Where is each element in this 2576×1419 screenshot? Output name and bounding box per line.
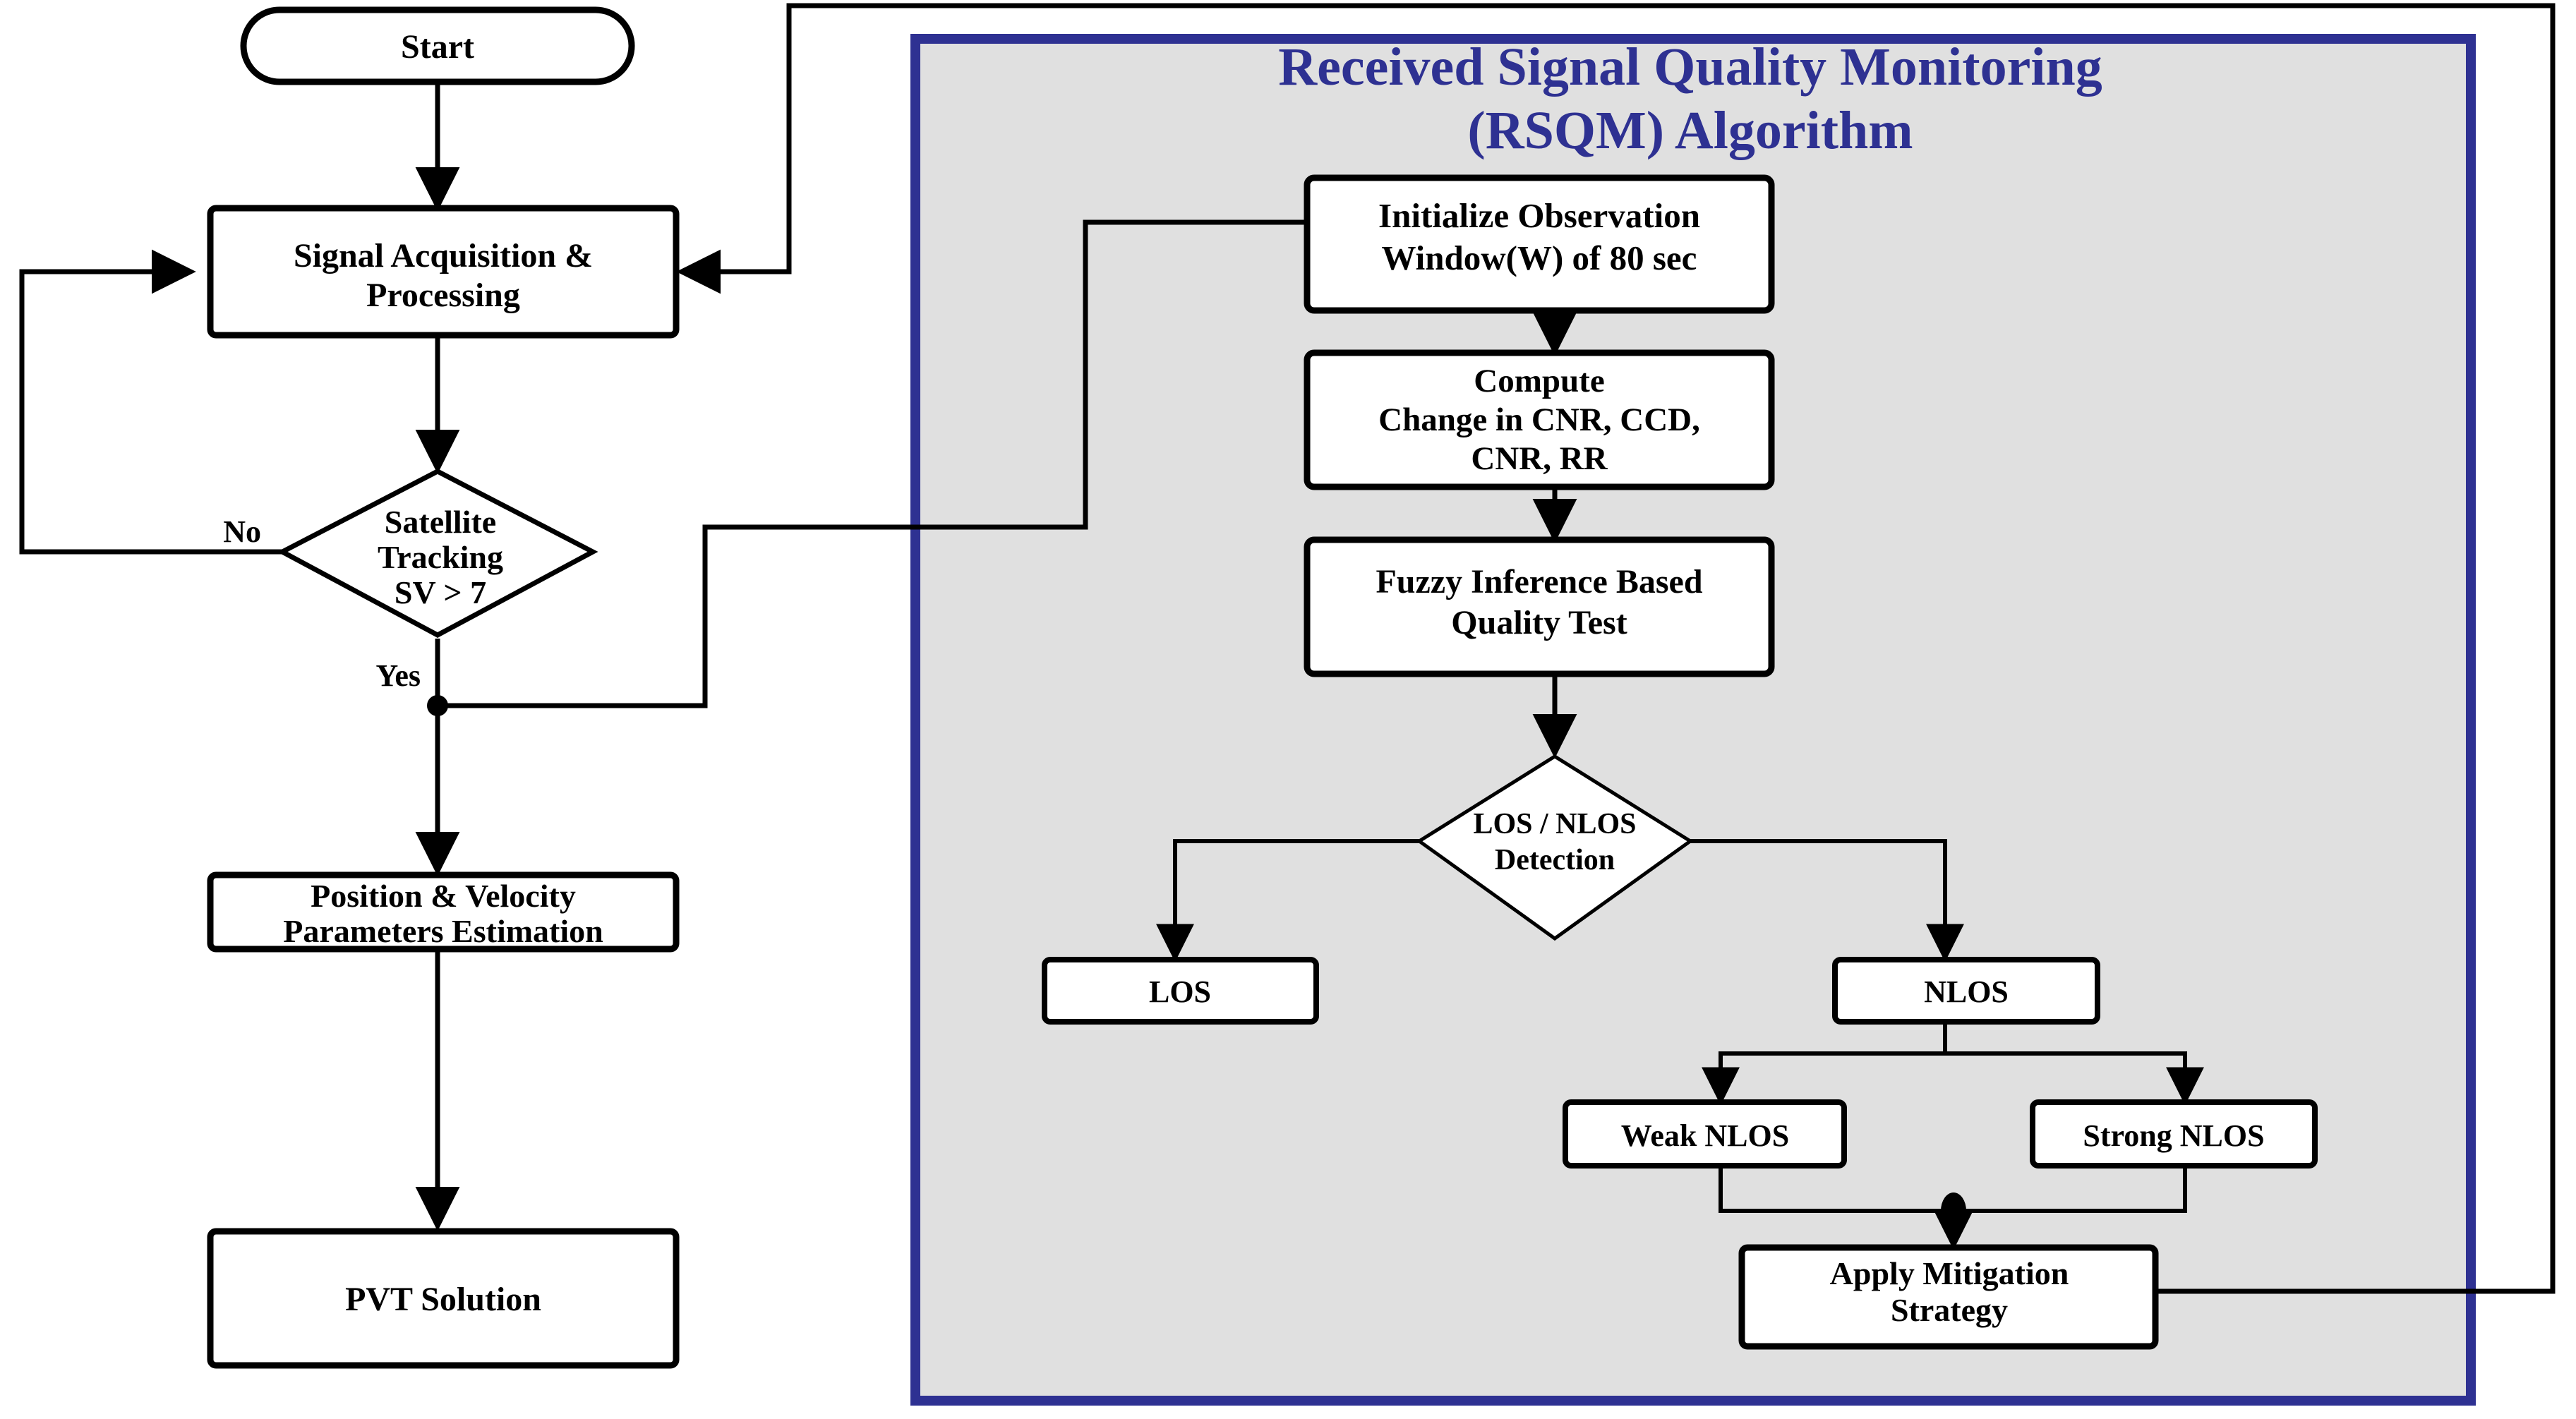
edge-satellite-yes-to-rsqm	[438, 219, 1307, 708]
node-weak-nlos[interactable]	[1563, 1099, 1847, 1169]
node-signal-acquisition-label-line2: Processing	[366, 277, 520, 314]
node-los-nlos-detection-label-line1: LOS / NLOS	[1473, 808, 1636, 840]
node-satellite-tracking-label-line2: Tracking	[378, 539, 503, 575]
node-compute-changes-label-line1: Compute	[1474, 363, 1604, 399]
node-compute-changes-label-line2: Change in CNR, CCD,	[1378, 401, 1700, 438]
node-position-velocity[interactable]	[207, 871, 680, 953]
node-pvt-solution-label: PVT Solution	[345, 1281, 541, 1318]
node-compute-changes-label-line3: CNR, RR	[1471, 440, 1608, 477]
node-position-velocity-label-line2: Parameters Estimation	[283, 913, 603, 949]
node-start-label: Start	[401, 28, 474, 66]
junction-dot-nlos-merge	[1941, 1192, 1966, 1229]
node-signal-acquisition-label-line1: Signal Acquisition &	[294, 237, 593, 274]
node-fuzzy-inference-quality-test[interactable]	[1304, 536, 1775, 677]
edge-label-no: No	[223, 514, 261, 549]
node-fuzzy-inference-quality-test-label-line2: Quality Test	[1451, 604, 1627, 641]
node-satellite-tracking[interactable]	[277, 469, 598, 638]
node-los-label: LOS	[1149, 974, 1211, 1009]
node-initialize-observation-window-label-line1: Initialize Observation	[1378, 196, 1700, 235]
node-strong-nlos-label: Strong NLOS	[2083, 1118, 2264, 1153]
node-apply-mitigation-strategy[interactable]	[1738, 1244, 2159, 1350]
edge-detection-to-los	[1156, 839, 1419, 962]
node-compute-changes[interactable]	[1304, 349, 1775, 490]
node-signal-acquisition[interactable]	[207, 205, 680, 339]
edge-detection-to-nlos	[1690, 839, 1964, 962]
rsqm-panel-title-line1: Received Signal Quality Monitoring	[1278, 37, 2102, 97]
node-los-nlos-detection[interactable]	[1416, 754, 1694, 941]
rsqm-panel-title-line2: (RSQM) Algorithm	[1467, 101, 1913, 160]
node-los-nlos-detection-label-line2: Detection	[1495, 844, 1615, 876]
edge-weak-to-join	[1719, 1159, 1954, 1213]
node-apply-mitigation-strategy-label-line1: Apply Mitigation	[1830, 1255, 2069, 1291]
node-los[interactable]	[1042, 957, 1319, 1025]
node-satellite-tracking-label-line3: SV > 7	[395, 574, 486, 610]
edge-mitigation-feedback-loop	[676, 3, 2556, 1294]
edge-nlos-split-right	[1945, 1051, 2204, 1106]
node-pvt-solution[interactable]	[207, 1228, 680, 1369]
node-weak-nlos-label: Weak NLOS	[1621, 1118, 1789, 1153]
node-satellite-tracking-label-line1: Satellite	[385, 504, 496, 540]
junction-dot-yes	[427, 695, 448, 716]
node-initialize-observation-window[interactable]	[1304, 174, 1775, 314]
node-start[interactable]	[240, 6, 635, 85]
edge-nlos-split	[1702, 1014, 1947, 1106]
node-position-velocity-label-line1: Position & Velocity	[311, 878, 576, 914]
edge-satellite-no-loop	[19, 249, 282, 555]
edge-label-yes: Yes	[375, 658, 421, 693]
node-fuzzy-inference-quality-test-label-line1: Fuzzy Inference Based	[1376, 563, 1702, 600]
node-apply-mitigation-strategy-label-line2: Strategy	[1891, 1292, 2008, 1328]
edge-strong-to-join	[1954, 1159, 2187, 1213]
node-initialize-observation-window-label-line2: Window(W) of 80 sec	[1382, 238, 1697, 277]
node-nlos[interactable]	[1832, 957, 2100, 1025]
node-nlos-label: NLOS	[1924, 974, 2009, 1009]
node-strong-nlos[interactable]	[2030, 1099, 2318, 1169]
